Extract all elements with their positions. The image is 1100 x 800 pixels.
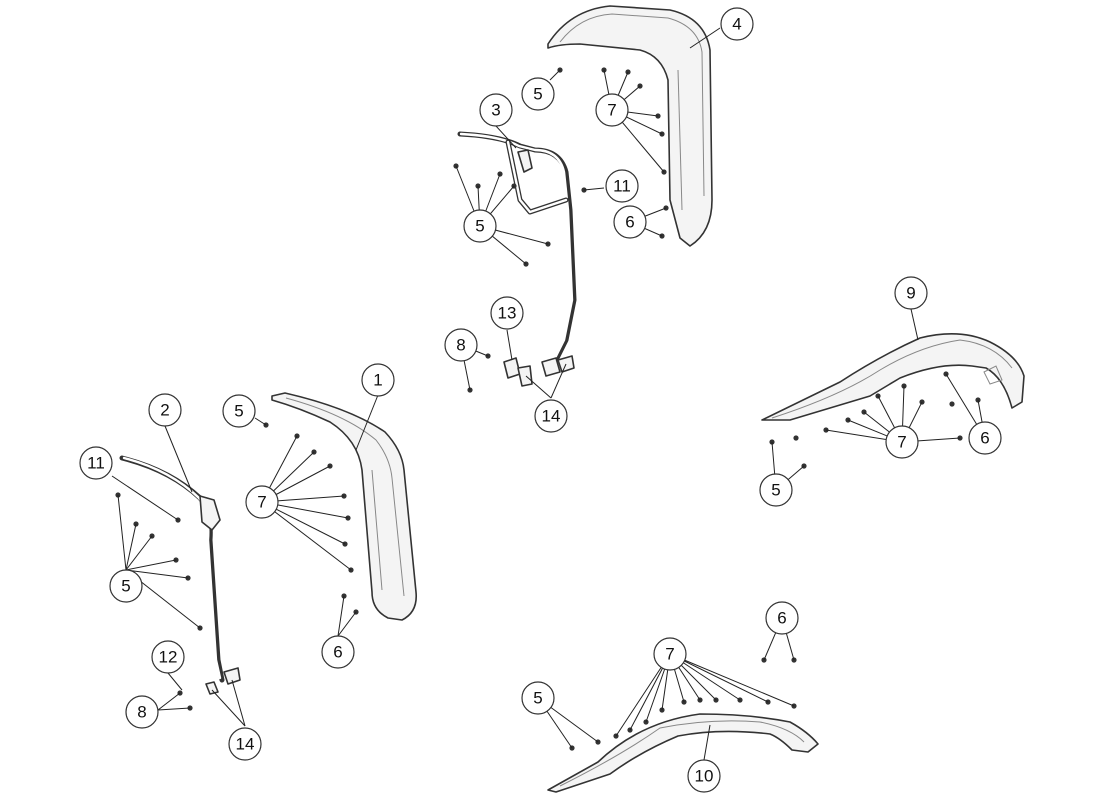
callout: 2 (148, 393, 182, 427)
callout: 7 (595, 93, 629, 127)
callouts: 1 2 3 4 5 5 5 5 5 5 6 6 6 6 7 7 7 7 8 8 … (79, 7, 1002, 793)
callout: 5 (109, 569, 143, 603)
callout: 6 (321, 635, 355, 669)
fastener (949, 401, 955, 407)
callout-label: 5 (121, 577, 130, 596)
callout-label: 12 (159, 648, 178, 667)
callout-label: 13 (498, 304, 517, 323)
callout: 4 (720, 7, 754, 41)
callout: 5 (463, 209, 497, 243)
callout-label: 11 (87, 454, 105, 473)
callout-label: 5 (234, 402, 243, 421)
callout-label: 6 (333, 643, 342, 662)
callout-label: 3 (491, 101, 500, 120)
callout: 6 (765, 601, 799, 635)
callout-label: 5 (771, 481, 780, 500)
callout-label: 7 (607, 101, 616, 120)
callout-label: 7 (665, 645, 674, 664)
callout-label: 5 (475, 217, 484, 236)
callout: 11 (79, 446, 113, 480)
callout-label: 2 (160, 401, 169, 420)
callout-label: 11 (613, 177, 631, 196)
callout: 8 (444, 328, 478, 362)
callout: 7 (885, 425, 919, 459)
callout: 6 (968, 421, 1002, 455)
callout-label: 7 (897, 433, 906, 452)
callout: 5 (521, 681, 555, 715)
callout: 12 (151, 640, 185, 674)
callout: 8 (125, 695, 159, 729)
callout-label: 6 (777, 609, 786, 628)
callout-label: 5 (533, 689, 542, 708)
callout: 14 (534, 399, 568, 433)
callout: 9 (894, 276, 928, 310)
fastener (793, 435, 799, 441)
callout-label: 1 (373, 371, 382, 390)
callout: 10 (687, 759, 721, 793)
callout: 1 (361, 363, 395, 397)
callout: 5 (521, 77, 555, 111)
fender-flare-rear-right (761, 333, 1025, 421)
callout: 7 (245, 485, 279, 519)
fender-flare-rear-left (547, 713, 819, 793)
callout-label: 14 (542, 407, 561, 426)
callout: 14 (228, 727, 262, 761)
callout-label: 4 (732, 15, 741, 34)
callout-label: 8 (137, 703, 146, 722)
callout: 13 (490, 296, 524, 330)
callout-label: 5 (533, 85, 542, 104)
bracket-rail-front-left (119, 455, 241, 695)
callout: 5 (222, 394, 256, 428)
callout-label: 8 (456, 336, 465, 355)
callout-label: 10 (695, 767, 714, 786)
callout-label: 14 (236, 735, 255, 754)
callout: 3 (479, 93, 513, 127)
callout: 5 (759, 473, 793, 507)
callout: 7 (653, 637, 687, 671)
callout-label: 9 (906, 284, 915, 303)
callout-label: 6 (980, 429, 989, 448)
callout-label: 7 (257, 493, 266, 512)
callout: 6 (613, 205, 647, 239)
callout-label: 6 (625, 213, 634, 232)
fender-flare-front-left (271, 392, 418, 621)
callout: 11 (605, 169, 639, 203)
